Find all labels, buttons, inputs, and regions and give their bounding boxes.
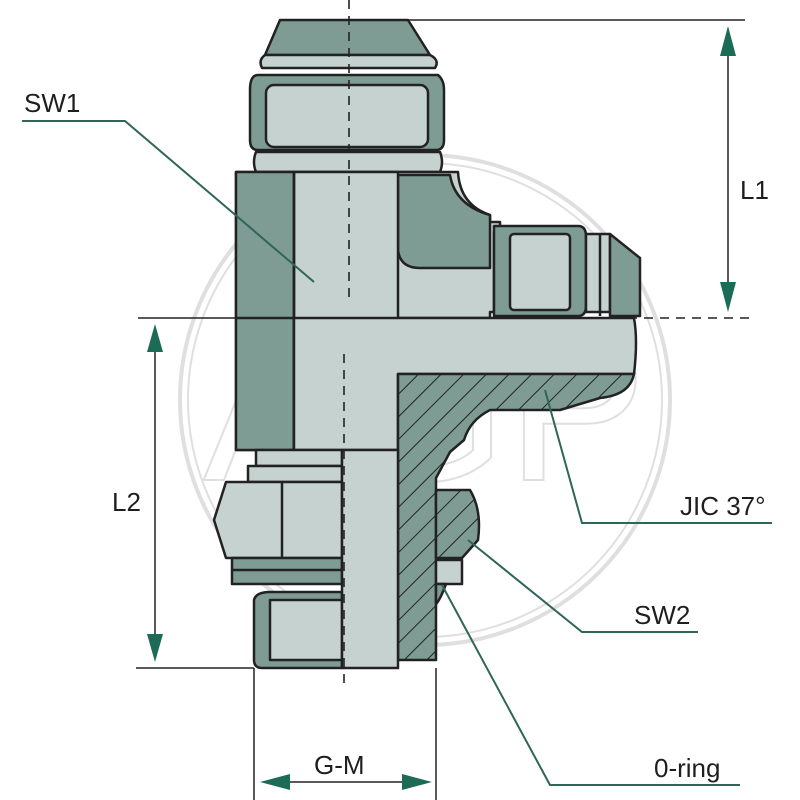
lower-stud [212, 448, 481, 670]
label-oring: 0-ring [654, 753, 720, 783]
dimension-lines [136, 19, 745, 800]
top-jic-nose [248, 18, 446, 174]
label-sw1: SW1 [24, 88, 80, 118]
gm-dimension-arrow [260, 774, 432, 790]
label-sw2: SW2 [634, 600, 690, 630]
leader-lines [22, 120, 772, 786]
label-l1: L1 [740, 175, 769, 205]
right-jic-arm [492, 224, 642, 318]
l2-dimension-arrow [147, 324, 163, 662]
label-gm: G-M [314, 750, 365, 780]
l1-dimension-arrow [720, 26, 736, 312]
center-lines [343, 0, 750, 690]
label-jic: JIC 37° [680, 491, 766, 521]
label-l2: L2 [112, 487, 141, 517]
section-cut [292, 316, 638, 662]
